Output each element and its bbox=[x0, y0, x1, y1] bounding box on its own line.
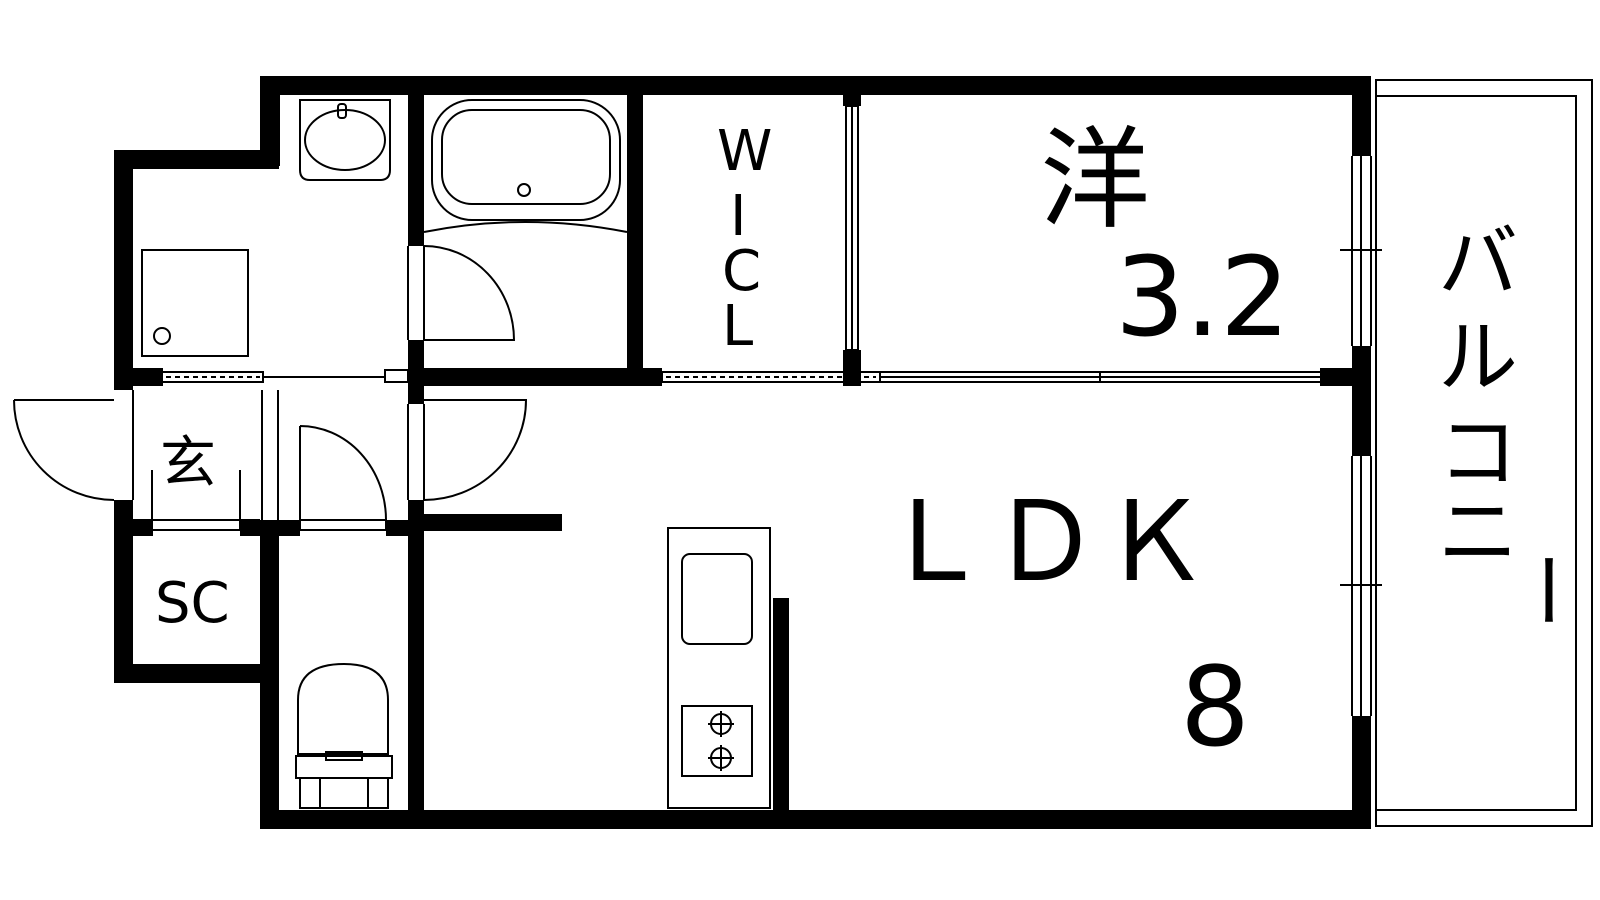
western-room-name: 洋 bbox=[1040, 116, 1150, 244]
sliding-door-marks bbox=[148, 112, 876, 378]
ldk-size: 8 bbox=[1180, 643, 1250, 771]
balcony-label-3: コ bbox=[1438, 406, 1518, 499]
washbasin-icon bbox=[299, 99, 391, 181]
ldk-name: ＬＤＫ bbox=[880, 478, 1210, 606]
balcony-label-2: ル bbox=[1438, 311, 1518, 404]
wic-label-1: W bbox=[717, 119, 772, 184]
balcony-label-5: ー bbox=[1499, 550, 1592, 630]
balcony-area bbox=[1375, 79, 1593, 827]
bathtub-icon bbox=[423, 99, 628, 233]
kitchen-icon bbox=[667, 527, 771, 809]
doors bbox=[13, 245, 528, 521]
balcony-label-1: バ bbox=[1438, 216, 1518, 309]
interior-walls bbox=[133, 76, 1371, 810]
washing-machine-icon bbox=[141, 249, 249, 357]
shoe-closet-label: SC bbox=[155, 571, 230, 636]
western-room-size: 3.2 bbox=[1115, 233, 1290, 361]
thin-details bbox=[132, 95, 1382, 716]
entrance-label: 玄 bbox=[160, 431, 216, 496]
wic-label-4: L bbox=[722, 294, 753, 359]
balcony-label-4: ニ bbox=[1438, 486, 1518, 579]
wic-label-3: C bbox=[722, 239, 761, 304]
toilet-icon bbox=[295, 662, 393, 809]
exterior-walls bbox=[114, 76, 1371, 829]
wic-label-2: I bbox=[730, 184, 747, 249]
